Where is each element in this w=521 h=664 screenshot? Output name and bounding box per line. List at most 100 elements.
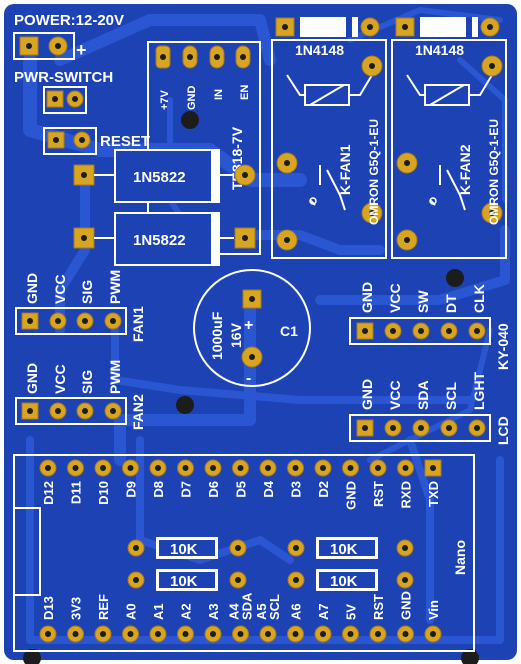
capacitor-c1-minus: - [246, 370, 251, 387]
resistor-2-pad-a-hole [133, 577, 139, 583]
nano-bottom-label-ref: REF [96, 594, 111, 620]
relay-1-part: OMRON G5Q-1-EU [367, 119, 381, 225]
resistor-2-pad-b-hole [235, 577, 241, 583]
power-label: POWER:12-20V [14, 12, 124, 29]
regulator-pad-7v-hole [160, 54, 166, 60]
nano-top-pad-rst-hole [375, 465, 381, 471]
nano-outline [13, 454, 475, 652]
nano-bottom-pad-ref-hole [100, 631, 106, 637]
fan1-pin-pwm: PWM [107, 270, 123, 304]
pwr-switch-outline [43, 86, 87, 114]
nano-bottom-label-gnd: GND [399, 591, 414, 620]
resistor-3-pad-b-hole [402, 545, 408, 551]
diode-1-band [211, 150, 219, 202]
encoder-pin-sw: SW [415, 290, 431, 313]
regulator-pad-in-hole [214, 54, 220, 60]
resistor-3: 10K [287, 537, 414, 559]
resistor-4-body-inner [319, 572, 375, 588]
encoder-pads [356, 322, 486, 340]
encoder-pin-gnd: GND [359, 282, 375, 313]
nano-bottom-label-5v: 5V [344, 604, 359, 620]
capacitor-c1-plus: + [244, 317, 253, 334]
relay-2-part: OMRON G5Q-1-EU [487, 119, 501, 225]
relay-1-pad-1-hole [284, 160, 290, 166]
lcd-pad-vcc-hole [390, 425, 396, 431]
fan2-pin-gnd: GND [24, 363, 40, 394]
resistor-1-body-inner [159, 540, 215, 556]
fan1-pin-labels: GND VCC SIG PWM [24, 270, 123, 304]
relay-2-pad-2-hole [404, 237, 410, 243]
power-connector-outline [13, 32, 75, 60]
encoder-pad-vcc-hole [390, 328, 396, 334]
nano-bottom-pad-a7-hole [320, 631, 326, 637]
encoder-pad-sw-hole [418, 328, 424, 334]
nano-top-pads [39, 459, 442, 477]
power-pad-1-hole [26, 43, 32, 49]
reset-pad-1-hole [53, 137, 59, 143]
fan2-pin-sig: SIG [79, 370, 95, 394]
encoder-pin-dt: DT [443, 294, 459, 313]
nano-top-label-d6: D6 [206, 481, 221, 498]
diode-2-label: 1N5822 [133, 232, 186, 249]
relay-1-diode-body [300, 17, 358, 37]
regulator-pin-en: EN [239, 85, 251, 100]
regulator-pad-gnd-hole [187, 54, 193, 60]
nano-bottom-label-a7: A7 [316, 603, 331, 620]
encoder-pad-dt-hole [446, 328, 452, 334]
diode-2-body [114, 212, 220, 266]
nano-top-pad-d7-hole [182, 465, 189, 471]
diode-2-pad-k-hole [242, 235, 248, 241]
lcd-pin-scl: SCL [443, 382, 459, 410]
nano-bottom-pad-d13-hole [45, 631, 51, 637]
reset-pad-2-hole [79, 137, 85, 143]
nano-bottom-label-3v3: 3V3 [69, 597, 84, 620]
relay-2-diode-pad-a-hole [402, 24, 408, 30]
mounting-hole-bottom-right [461, 649, 479, 664]
regulator-pin-7v: +7V [159, 89, 171, 110]
pwr-switch-pad-1-hole [52, 96, 58, 102]
regulator-pin-in: IN [213, 89, 225, 100]
nano-top-label-d7: D7 [179, 481, 194, 498]
relay-2-diode-body [420, 17, 478, 37]
relay-1-pad-3-hole [369, 63, 375, 69]
nano-bottom-label-a6: A6 [289, 603, 304, 620]
resistor-1-label: 10K [170, 541, 198, 558]
encoder-header-outline [349, 317, 491, 345]
lcd-pin-gnd: GND [359, 379, 375, 410]
relay-1-name: K-FAN1 [337, 144, 353, 195]
resistor-4: 10K [287, 569, 414, 591]
resistor-4-label: 10K [330, 573, 358, 590]
lcd-pad-scl-hole [446, 425, 452, 431]
nano-top-pad-d12-hole [45, 465, 51, 471]
relay-2-outline [391, 39, 507, 259]
fan2-pad-pwm-hole [110, 408, 116, 414]
nano-bottom-pad-3v3-hole [72, 631, 79, 637]
relay-1-diode-pad-k-hole [367, 24, 373, 30]
nano-top-pad-d10-hole [100, 465, 106, 471]
pwr-switch-label: PWR-SWITCH [14, 69, 113, 86]
encoder-pin-labels: GND VCC SW DT CLK [359, 282, 487, 313]
fan1-pad-pwm-hole [110, 318, 116, 324]
nano-top-pad-d4-hole [265, 465, 271, 471]
diode-2-pad-a-hole [81, 235, 87, 241]
lcd-header-outline [349, 414, 491, 442]
diode-1-pad-k-hole [242, 172, 248, 178]
nano-top-pad-d11-hole [72, 465, 79, 471]
regulator-pin-gnd: GND [186, 86, 198, 111]
nano-top-pad-d3-hole [292, 465, 299, 471]
resistor-3-pad-a-hole [293, 545, 299, 551]
nano-bottom-label-a4-sda: A4SDA [227, 592, 255, 620]
nano-top-label-rxd: RXD [399, 481, 414, 508]
diode-1-pad-a-hole [81, 172, 87, 178]
relay-1-pad-2-hole [284, 237, 290, 243]
fan1-pad-vcc-hole [55, 318, 61, 324]
diode-1-label: 1N5822 [133, 169, 186, 186]
diode-2-band [211, 213, 219, 265]
nano-bottom-pads [39, 625, 442, 643]
fan2-pad-vcc-hole [55, 408, 61, 414]
nano-top-label-rst: RST [371, 481, 386, 507]
nano-top-pad-d5-hole [237, 465, 244, 471]
mounting-hole-right [446, 269, 464, 287]
